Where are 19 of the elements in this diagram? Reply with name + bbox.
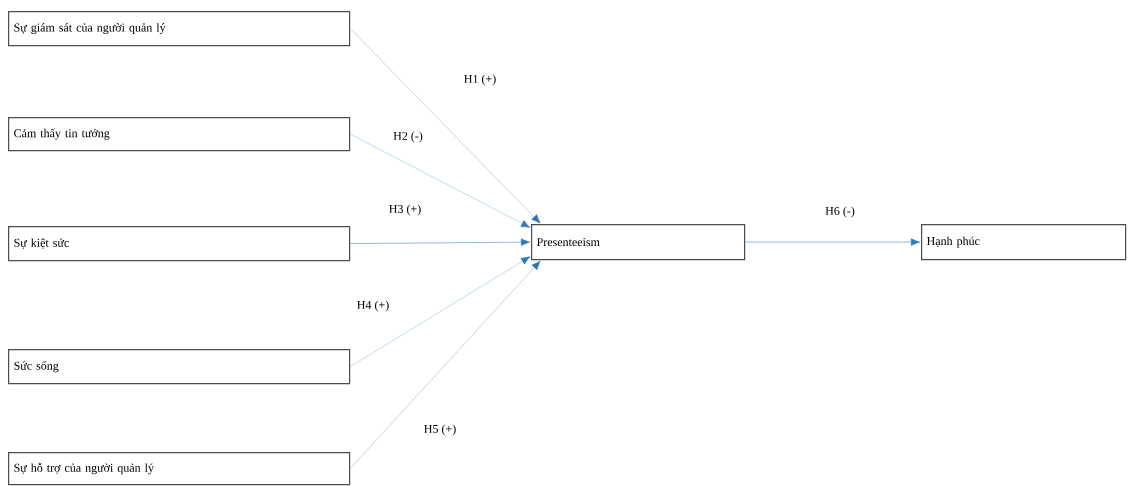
box: Sự kiệt sức xyxy=(8,226,351,262)
edge-label: H5 (+) xyxy=(422,423,458,437)
box: Cảm thấy tin tưởng xyxy=(8,117,351,152)
box: Hạnh phúc xyxy=(921,224,1127,261)
box: Sức sống xyxy=(8,349,351,385)
arrow xyxy=(349,133,531,228)
box: Presenteeism xyxy=(531,224,746,261)
edge-label: H1 (+) xyxy=(462,73,498,87)
edge-label: H2 (-) xyxy=(392,130,424,144)
arrow xyxy=(349,238,530,246)
edge-label: H3 (+) xyxy=(387,203,423,217)
edge-label: H6 (-) xyxy=(824,205,856,219)
arrow xyxy=(349,260,541,469)
box: Sự hỗ trợ của người quản lý xyxy=(8,452,351,486)
arrow xyxy=(349,28,541,224)
arrow xyxy=(349,256,531,367)
arrow xyxy=(744,238,920,246)
edge-label: H4 (+) xyxy=(355,299,391,313)
box: Sự giám sát của người quản lý xyxy=(8,11,351,47)
